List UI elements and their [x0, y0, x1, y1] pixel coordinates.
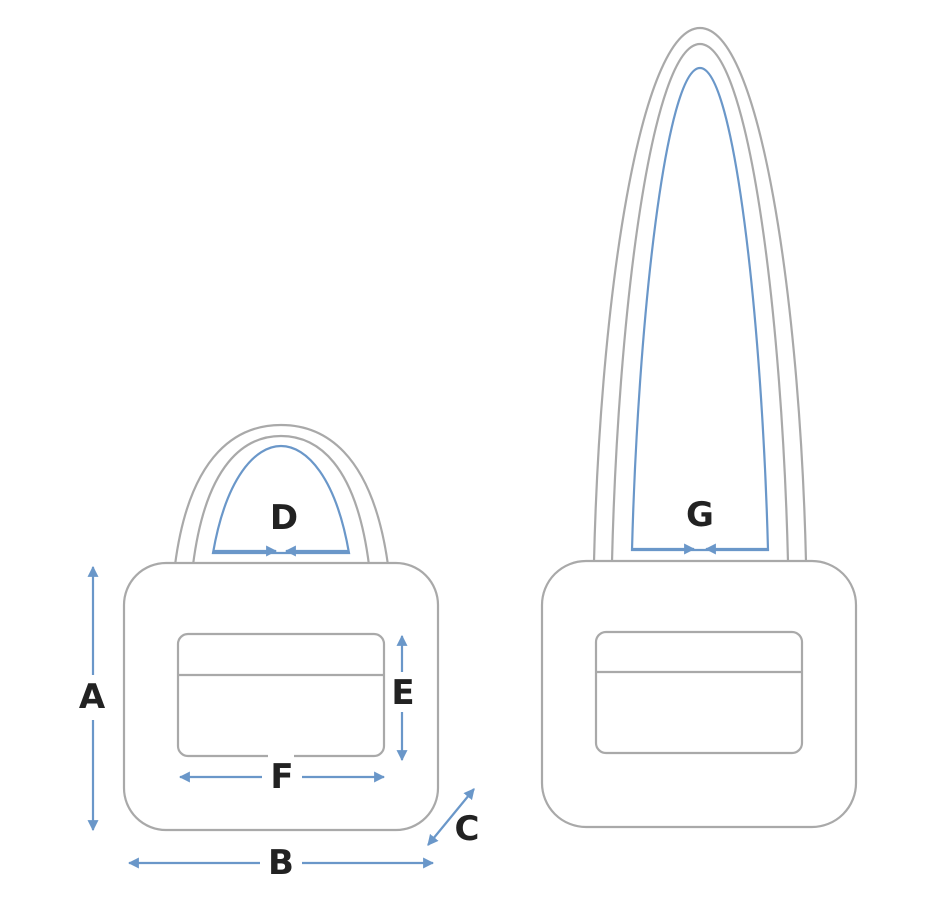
dimension-a-label: A: [79, 677, 106, 717]
long-handle-bag: [540, 26, 858, 829]
long-handle: [592, 26, 808, 563]
dimension-d-label: D: [270, 498, 298, 538]
dimension-c-arrow: [427, 788, 475, 846]
dimension-a: A: [79, 565, 106, 832]
dimension-c-label: C: [455, 809, 480, 849]
dimension-e-label: E: [391, 673, 414, 713]
dimension-c: C: [427, 788, 480, 849]
bag-body: [540, 559, 858, 829]
pocket-label-gap: [268, 751, 294, 761]
dimension-e: E: [391, 634, 415, 762]
dimension-b: B: [127, 843, 435, 883]
long-handle-inner-edge: [630, 66, 770, 552]
dimension-f-label: F: [270, 757, 293, 797]
short-handle: [173, 423, 390, 566]
handle-inner-edge: [211, 444, 351, 555]
dimension-b-label: B: [268, 843, 294, 883]
bag-body: [122, 561, 440, 832]
dimension-f: F: [178, 757, 386, 797]
dimension-g-label: G: [686, 495, 714, 535]
dimension-d: D: [214, 498, 348, 557]
bag-pocket: [594, 630, 804, 755]
dimension-g: G: [632, 495, 768, 555]
short-handle-bag: [122, 423, 440, 832]
